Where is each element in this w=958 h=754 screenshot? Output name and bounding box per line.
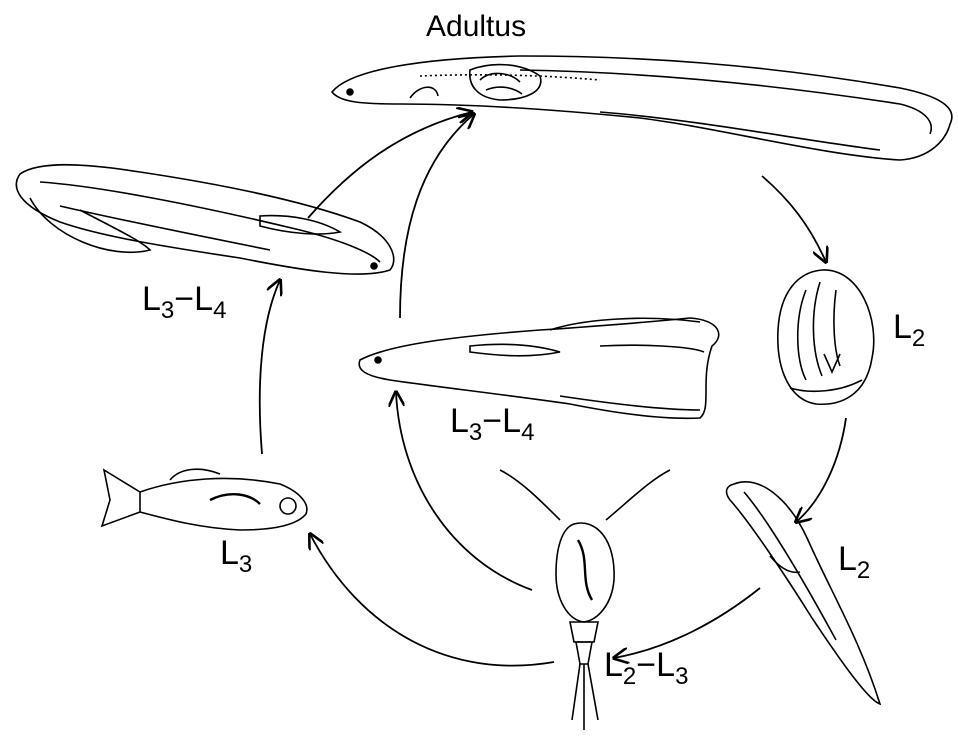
adult-eel-drawing (332, 56, 952, 160)
label-l2-larva: L2 (838, 542, 870, 583)
arrow-left-eel-to-adult (308, 112, 472, 218)
arrow-copepod-to-fish (310, 534, 554, 666)
label-l3-l4-left: L3−L4 (142, 282, 226, 323)
label-l3-l4-center: L3−L4 (450, 404, 534, 445)
l3-l4-left-eel-drawing (16, 165, 393, 274)
arrow-egg-to-larva (796, 418, 846, 522)
l3-l4-center-eel-drawing (359, 318, 719, 418)
label-l2-egg: L2 (893, 310, 925, 351)
arrow-fish-to-left-eel (260, 280, 280, 454)
label-l2-l3-copepod: L2−L3 (604, 648, 688, 689)
copepod-drawing (500, 470, 670, 730)
arrow-center-eel-to-adult (400, 114, 474, 318)
arrow-adult-to-egg (762, 176, 826, 262)
label-l3-fish: L3 (220, 536, 252, 577)
cycle-arrows (260, 112, 846, 666)
egg-drawing (778, 270, 874, 404)
stickleback-fish-drawing (102, 469, 307, 530)
